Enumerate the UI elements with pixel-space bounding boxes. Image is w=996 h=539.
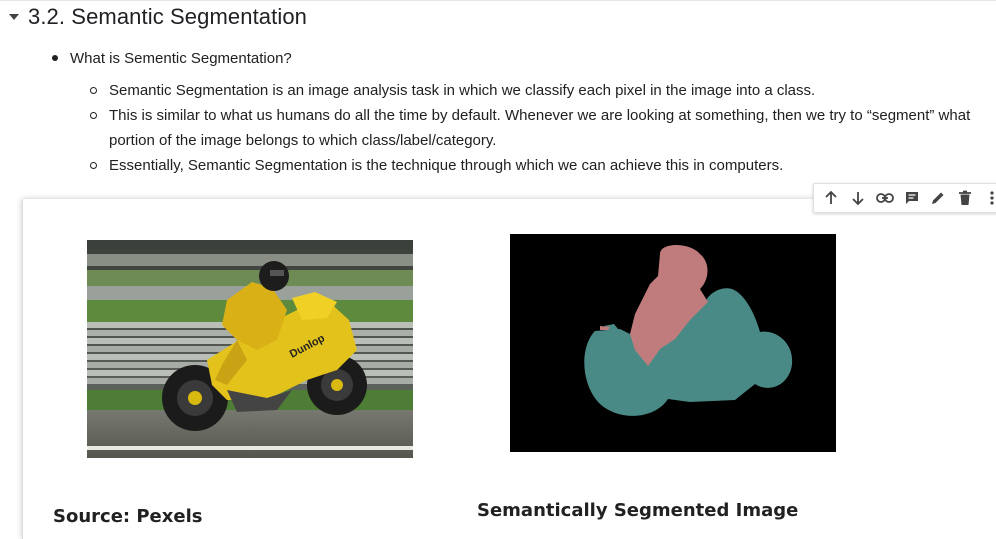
section-header[interactable]: 3.2. Semantic Segmentation [6,2,307,32]
more-vert-icon[interactable] [981,187,996,209]
image-caption-source: Source: Pexels [53,506,203,527]
bullet-circle [90,87,97,94]
section-title: 3.2. Semantic Segmentation [28,4,307,29]
sub-bullet: Semantic Segmentation is an image analys… [90,78,995,103]
bullet-question: What is Sementic Segmentation? [52,46,292,70]
arrow-up-icon[interactable] [820,187,842,209]
sub-bullet-text: This is similar to what us humans do all… [109,107,971,149]
sub-bullet-text: Essentially, Semantic Segmentation is th… [109,157,784,174]
comment-icon[interactable] [901,187,923,209]
cell-divider [0,0,996,1]
bullet-circle [90,112,97,119]
cell-toolbar [813,183,996,213]
sub-bullet: This is similar to what us humans do all… [90,103,995,153]
segmentation-mask-image [510,234,836,452]
bullet-disc [52,55,58,61]
bullet-question-text: What is Sementic Segmentation? [70,49,292,67]
sub-bullet-text: Semantic Segmentation is an image analys… [109,82,816,99]
image-caption-segmented: Semantically Segmented Image [477,500,799,521]
caret-down-icon[interactable] [6,9,22,25]
sub-bullet: Essentially, Semantic Segmentation is th… [90,153,995,178]
arrow-down-icon[interactable] [847,187,869,209]
link-icon[interactable] [874,187,896,209]
edit-icon[interactable] [927,187,949,209]
bullet-circle [90,162,97,169]
motorcycle-photo: Dunlop [87,240,413,458]
delete-icon[interactable] [954,187,976,209]
